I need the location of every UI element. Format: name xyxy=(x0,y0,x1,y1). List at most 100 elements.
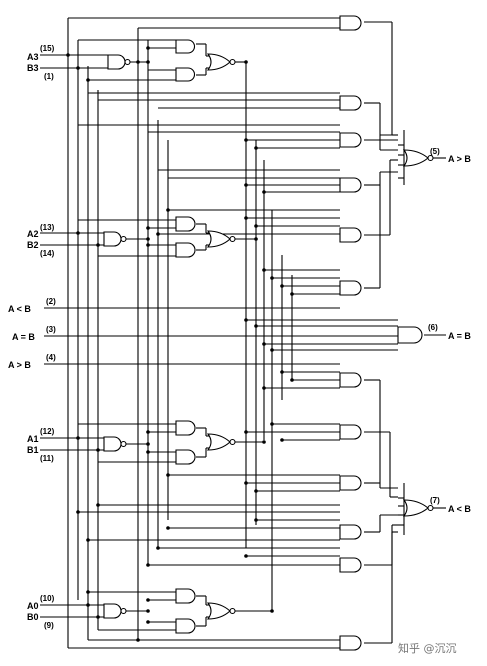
horizontal-wires xyxy=(40,17,446,649)
junction-dot xyxy=(254,237,258,241)
junction-dot xyxy=(146,442,150,446)
pin-a2: (13) xyxy=(40,223,55,232)
nand-gate-bit3-bubble xyxy=(124,58,131,66)
junction-dot xyxy=(254,489,258,493)
junction-dot xyxy=(146,430,150,434)
label-a1: A1 xyxy=(27,434,39,444)
pin-b3: (1) xyxy=(44,72,54,81)
junction-dot xyxy=(156,232,160,236)
junction-dot xyxy=(86,603,90,607)
and-gate-lt-1 xyxy=(339,372,362,388)
label-out-gt: A > B xyxy=(448,154,471,164)
nand-gate-bit1 xyxy=(103,436,122,452)
output-labels: (5) A > B (6) A = B (7) A < B xyxy=(428,147,471,514)
junction-dot xyxy=(146,620,150,624)
and-gate-bottom xyxy=(339,635,362,651)
junction-dot xyxy=(290,378,294,382)
junction-dot xyxy=(146,237,150,241)
junction-dot xyxy=(262,440,266,444)
junction-dot xyxy=(166,473,170,477)
junction-dots xyxy=(66,46,294,642)
junction-dot xyxy=(254,324,258,328)
junction-dot xyxy=(166,526,170,530)
nor-gate-bit2 xyxy=(206,230,231,248)
label-cascade-gt: A > B xyxy=(8,360,31,370)
junction-dot xyxy=(254,518,258,522)
input-labels: (15) A3 B3 (1) (13) A2 B2 (14) (12) A1 B… xyxy=(27,44,55,630)
junction-dot xyxy=(86,538,90,542)
junction-dot xyxy=(76,436,80,440)
and-gate-gt-5 xyxy=(339,280,362,296)
and-gate-gt-1 xyxy=(339,95,362,111)
and-gate-bit3-upper xyxy=(175,39,196,54)
pin-a0: (10) xyxy=(40,594,55,603)
nand-gate-bit0 xyxy=(103,603,122,619)
label-out-lt: A < B xyxy=(448,504,471,514)
junction-dot xyxy=(270,276,274,280)
junction-dot xyxy=(244,430,248,434)
nand-gate-bit2-bubble xyxy=(120,235,127,243)
logic-gates xyxy=(103,15,434,651)
label-out-eq: A = B xyxy=(448,331,471,341)
junction-dot xyxy=(146,598,150,602)
junction-dot xyxy=(280,370,284,374)
junction-dot xyxy=(76,231,80,235)
pin-b0: (9) xyxy=(44,621,54,630)
junction-dot xyxy=(244,183,248,187)
junction-dot xyxy=(146,563,150,567)
junction-dot xyxy=(96,615,100,619)
junction-dot xyxy=(270,609,274,613)
junction-dot xyxy=(244,138,248,142)
nand-gate-bit0-bubble xyxy=(120,607,127,615)
pin-cascade-lt: (2) xyxy=(46,297,56,306)
label-a3: A3 xyxy=(27,52,39,62)
and-gate-gt-4 xyxy=(339,227,362,243)
junction-dot xyxy=(244,60,248,64)
junction-dot xyxy=(262,190,266,194)
cascade-input-labels: (2) A < B (3) A = B (4) A > B xyxy=(8,297,56,370)
nor-gate-bit3 xyxy=(206,53,231,71)
label-b2: B2 xyxy=(27,240,39,250)
and-gate-lt-3 xyxy=(339,475,362,491)
vertical-bus-lines xyxy=(67,18,393,643)
junction-dot xyxy=(244,318,248,322)
pin-cascade-gt: (4) xyxy=(46,353,56,362)
junction-dot xyxy=(96,243,100,247)
junction-dot xyxy=(146,226,150,230)
pin-a3: (15) xyxy=(40,44,55,53)
junction-dot xyxy=(280,438,284,442)
and-gate-gt-2 xyxy=(339,132,362,148)
junction-dot xyxy=(244,216,248,220)
and-gate-lt-5 xyxy=(339,557,362,573)
nor-gate-output-lt xyxy=(402,499,429,517)
watermark: 知乎 @沉沉 xyxy=(398,641,457,655)
and-gate-lt-2 xyxy=(339,424,362,440)
pin-b1: (11) xyxy=(40,454,54,463)
nand-gate-bit2 xyxy=(103,231,122,247)
and-gate-top xyxy=(339,15,362,31)
pin-out-eq: (6) xyxy=(428,323,438,332)
and-gate-output-eq xyxy=(397,326,423,344)
junction-dot xyxy=(76,66,80,70)
nand-gate-bit3 xyxy=(107,54,126,70)
and-gate-gt-3 xyxy=(339,177,362,193)
junction-dot xyxy=(66,53,70,57)
label-b3: B3 xyxy=(27,63,39,73)
junction-dot xyxy=(166,208,170,212)
junction-dot xyxy=(280,284,284,288)
junction-dot xyxy=(262,268,266,272)
nor-gate-output-gt-bubble xyxy=(427,154,434,162)
nor-gate-bit3-bubble xyxy=(229,58,236,66)
label-a0: A0 xyxy=(27,601,39,611)
label-cascade-lt: A < B xyxy=(8,304,31,314)
junction-dot xyxy=(136,60,140,64)
junction-dot xyxy=(146,609,150,613)
and-gate-bit1-upper xyxy=(175,420,196,436)
and-gate-lt-4 xyxy=(339,524,362,540)
label-b1: B1 xyxy=(27,445,39,455)
and-gate-bit0-upper xyxy=(175,588,196,604)
and-gate-bit1-lower xyxy=(175,449,196,465)
and-gate-bit2-upper xyxy=(175,216,196,232)
and-gate-bit0-lower xyxy=(175,618,196,634)
